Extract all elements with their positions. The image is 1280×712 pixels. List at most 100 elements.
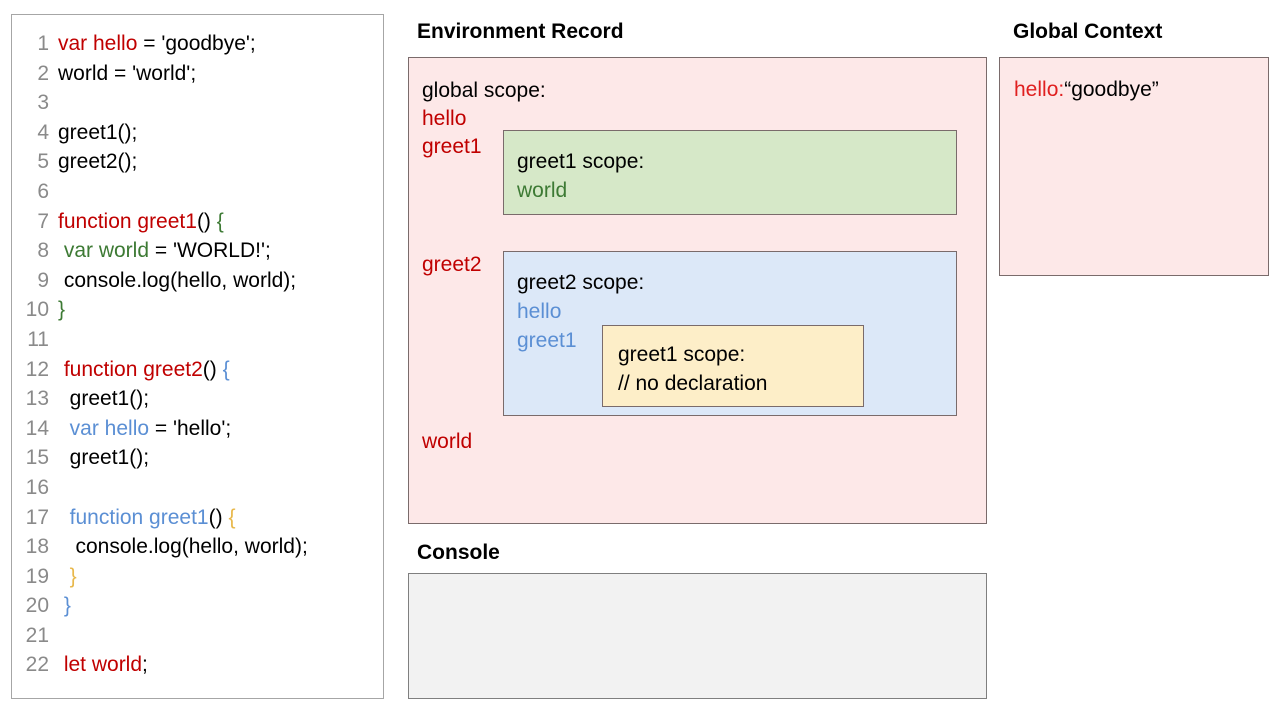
global-scope-binding-hello: hello (422, 107, 467, 130)
greet1-scope-binding-world: world (517, 179, 568, 202)
line-number: 1 (37, 32, 49, 55)
code-line-text: var world = 'WORLD!'; (58, 236, 271, 266)
line-number: 11 (27, 327, 49, 351)
code-token: greet1(); (58, 446, 150, 470)
line-number: 5 (37, 150, 49, 174)
code-token: let world (58, 653, 143, 677)
code-token: greet1(); (58, 120, 138, 144)
code-token: world = 'world'; (58, 61, 197, 85)
code-line-text: greet1(); (58, 384, 149, 414)
code-line-text: function greet1() { (58, 503, 236, 533)
code-line: 6 (12, 177, 383, 207)
line-number: 19 (25, 564, 49, 588)
line-number: 17 (25, 505, 49, 529)
code-token: function greet1 (58, 209, 197, 233)
inner-greet1-scope-note: // no declaration (618, 372, 768, 395)
console-output-box[interactable] (408, 573, 987, 699)
code-token: console.log(hello, world); (58, 535, 308, 559)
code-line: 17 function greet1() { (12, 503, 383, 533)
code-line-text: var hello = 'goodbye'; (58, 29, 256, 59)
code-line-text: console.log(hello, world); (58, 266, 296, 296)
code-token: function greet2 (58, 357, 203, 381)
code-line-text: console.log(hello, world); (58, 532, 308, 562)
code-token: = 'goodbye'; (137, 32, 256, 55)
code-editor-panel[interactable]: 1 var hello = 'goodbye'; 2 world = 'world';… (11, 14, 384, 699)
code-line: 10} (12, 295, 383, 325)
code-line: 7 function greet1() { (12, 207, 383, 237)
code-line: 8 var world = 'WORLD!'; (12, 236, 383, 266)
global-scope-binding-greet1: greet1 (422, 135, 482, 158)
code-token: { (222, 505, 236, 529)
code-token: () (208, 505, 223, 529)
code-token: var hello (58, 416, 150, 440)
greet2-scope-binding-hello: hello (517, 300, 562, 323)
line-number: 15 (25, 446, 49, 470)
inner-greet1-scope-box: greet1 scope: // no declaration (602, 325, 864, 407)
code-line: 9 console.log(hello, world); (12, 266, 383, 296)
line-number: 6 (37, 179, 49, 203)
line-number: 8 (37, 239, 49, 263)
code-token: console.log(hello, world); (58, 268, 297, 292)
global-scope-label: global scope: (422, 79, 546, 102)
code-line: 13 greet1(); (12, 384, 383, 414)
environment-record-box: global scope: hello greet1 greet2 world … (408, 57, 987, 524)
code-line: 4 greet1(); (12, 118, 383, 148)
global-context-entry: hello:“goodbye” (1014, 75, 1159, 104)
inner-greet1-scope-label: greet1 scope: (618, 343, 746, 366)
line-number: 3 (37, 91, 49, 115)
code-line-list: 1 var hello = 'goodbye'; 2 world = 'world';… (12, 29, 383, 680)
code-line-text: } (58, 591, 71, 621)
code-token: () (196, 209, 211, 233)
code-token: function greet1 (58, 505, 209, 529)
code-line-text: function greet1() { (58, 207, 224, 237)
code-line: 3 (12, 88, 383, 118)
code-line: 5 greet2(); (12, 147, 383, 177)
code-line-text: greet2(); (58, 147, 137, 177)
code-line: 20 } (12, 591, 383, 621)
code-token: () (202, 357, 217, 381)
greet2-scope-binding-greet1: greet1 (517, 329, 577, 352)
line-number: 7 (37, 209, 49, 233)
code-line-text: function greet2() { (58, 355, 230, 385)
line-number: 16 (25, 475, 49, 499)
code-line-text: greet1(); (58, 118, 137, 148)
code-line: 2 world = 'world'; (12, 59, 383, 89)
code-line: 22 let world; (12, 650, 383, 680)
code-line-text: let world; (58, 650, 148, 680)
code-line: 18 console.log(hello, world); (12, 532, 383, 562)
greet1-scope-box: greet1 scope: world (503, 130, 957, 215)
line-number: 4 (37, 120, 49, 144)
code-token: = 'hello'; (149, 416, 232, 440)
code-token: { (216, 357, 230, 381)
line-number: 13 (25, 387, 49, 411)
code-line: 14 var hello = 'hello'; (12, 414, 383, 444)
code-token: ; (142, 653, 148, 677)
global-scope-binding-world: world (422, 430, 473, 453)
code-token: = 'WORLD!'; (149, 239, 271, 263)
code-token: greet1(); (58, 387, 150, 411)
code-line: 16 (12, 473, 383, 503)
code-line: 12 function greet2() { (12, 355, 383, 385)
code-line-text: var hello = 'hello'; (58, 414, 232, 444)
line-number: 18 (25, 535, 49, 559)
code-line: 1 var hello = 'goodbye'; (12, 29, 383, 59)
code-token: { (210, 209, 224, 233)
code-line-text: } (58, 562, 77, 592)
line-number: 22 (25, 653, 49, 677)
greet2-scope-box: greet2 scope: hello greet1 greet1 scope:… (503, 251, 957, 416)
code-line-text: } (58, 295, 65, 325)
code-token: } (58, 564, 77, 588)
code-line-text: greet1(); (58, 443, 149, 473)
line-number: 2 (37, 61, 49, 85)
code-token: var hello (58, 32, 138, 55)
code-line: 19 } (12, 562, 383, 592)
line-number: 9 (37, 268, 49, 292)
environment-record-heading: Environment Record (417, 20, 624, 43)
global-scope-binding-greet2: greet2 (422, 253, 482, 276)
line-number: 20 (25, 594, 49, 618)
code-token: greet2(); (58, 150, 138, 174)
code-line: 11 (12, 325, 383, 355)
code-token: var world (58, 239, 150, 263)
code-line-text: world = 'world'; (58, 59, 196, 89)
global-context-heading: Global Context (1013, 20, 1163, 43)
